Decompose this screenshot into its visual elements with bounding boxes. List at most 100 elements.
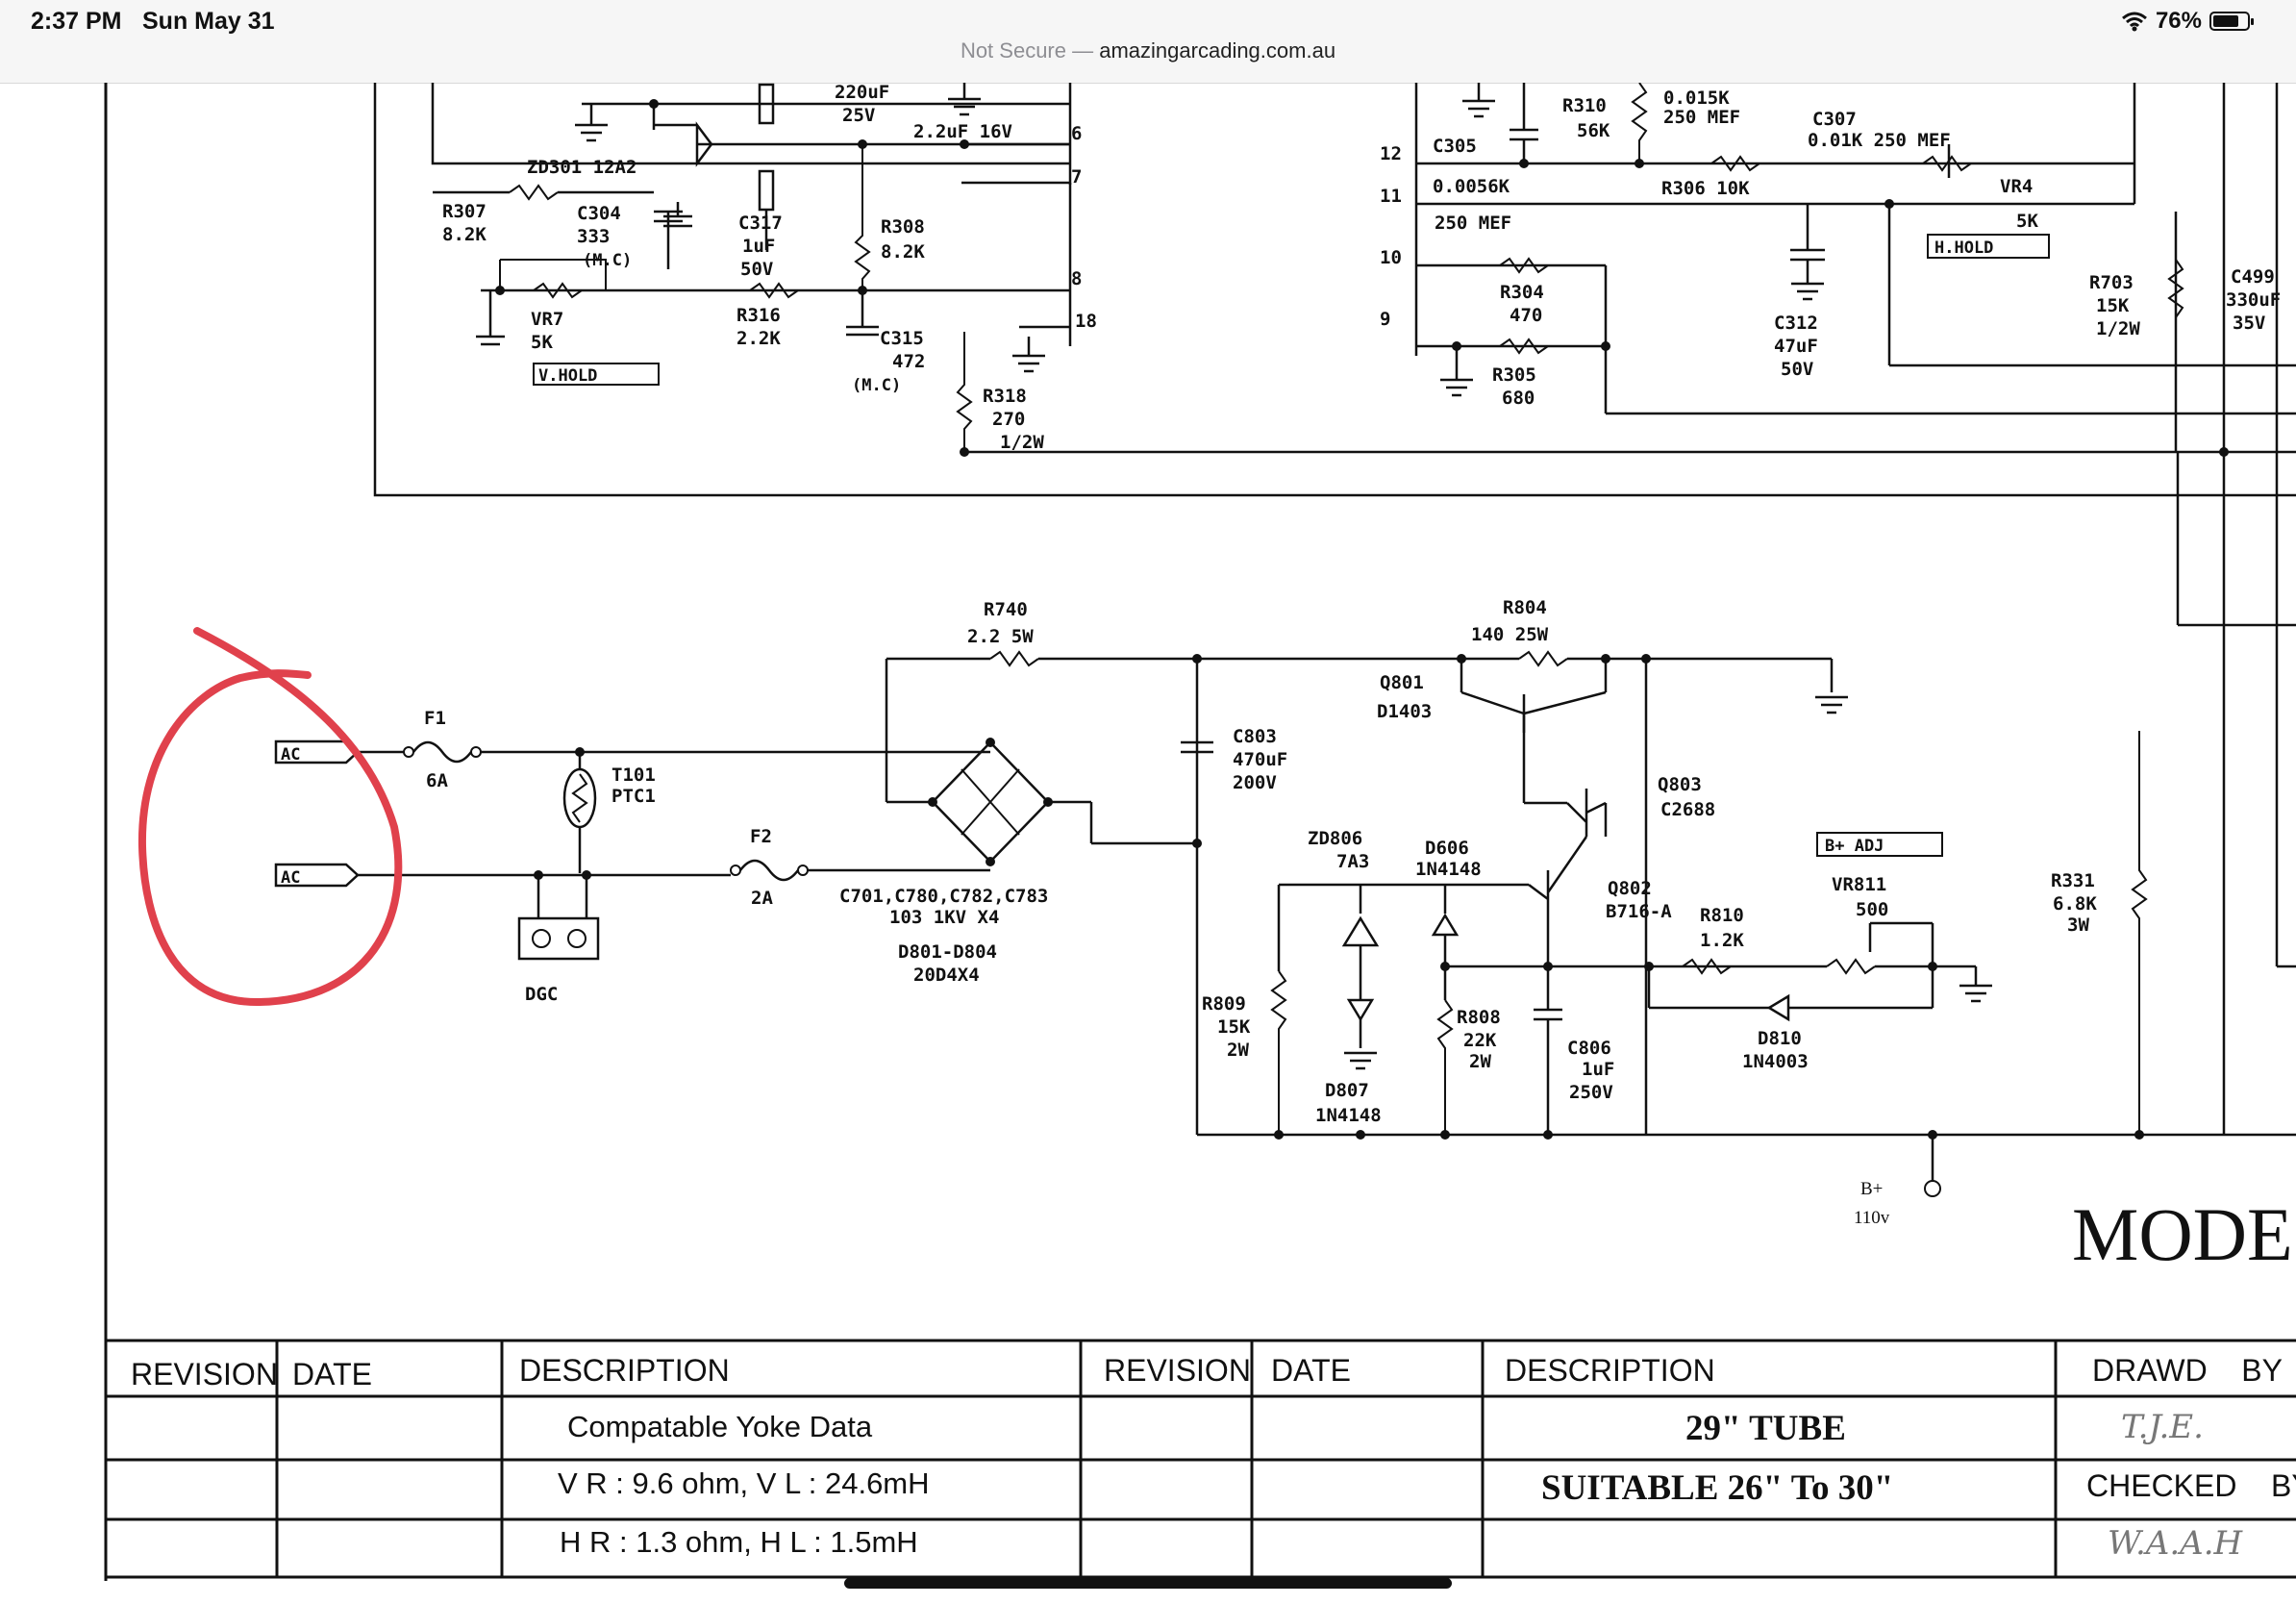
label-q802: Q802 <box>1608 878 1652 899</box>
label-r740-v: 2.2 5W <box>967 626 1034 647</box>
label-c304: C304 <box>577 203 621 224</box>
revision-table: REVISION DATE DESCRIPTION REVISION DATE … <box>104 1339 2296 1579</box>
ground-icon <box>1791 282 1824 301</box>
diode-icon <box>1766 993 1790 1022</box>
ac-connector-1 <box>274 739 360 764</box>
ground-icon <box>948 83 981 116</box>
label-c305-v: 0.0056K <box>1433 176 1510 197</box>
label-t101-v: PTC1 <box>611 786 656 807</box>
tube-row-2: SUITABLE 26" To 30" <box>1541 1468 1893 1508</box>
label-diodes: D801-D804 <box>898 941 997 963</box>
schematic-diagram: 220uF 25V 2.2uF 16V ZD301 12A2 R307 8.2K… <box>104 83 2296 1581</box>
resistor-icon <box>989 650 1039 667</box>
resistor-icon <box>509 184 559 201</box>
label-t101: T101 <box>611 764 656 786</box>
transistor-q802-icon <box>1528 836 1588 914</box>
address-bar[interactable]: Not Secure — amazingarcading.com.au <box>0 38 2296 63</box>
label-r809-v: 15K <box>1217 1016 1251 1038</box>
ground-icon <box>1012 337 1045 373</box>
pin-18: 18 <box>1075 311 1097 332</box>
label-ac2: AC <box>281 868 300 888</box>
label-v-hold: V.HOLD <box>538 366 597 386</box>
label-r808: R808 <box>1457 1007 1501 1028</box>
label-r810-v: 1.2K <box>1700 930 1744 951</box>
label-c015k: 0.015K <box>1663 88 1730 109</box>
label-zd806: ZD806 <box>1308 828 1362 849</box>
label-r305-v: 680 <box>1502 388 1535 409</box>
resistor-icon <box>1499 257 1549 274</box>
label-r703: R703 <box>2089 272 2134 293</box>
label-r809: R809 <box>1202 993 1246 1015</box>
potentiometer-icon <box>533 282 583 299</box>
b-plus-terminal <box>1924 1180 1941 1197</box>
date: Sun May 31 <box>142 8 275 35</box>
red-highlight-circle <box>137 627 403 1007</box>
label-r310: R310 <box>1562 95 1607 116</box>
label-c015k-t: 250 MEF <box>1663 107 1740 128</box>
resistor-icon <box>1270 970 1287 1135</box>
label-r310-v: 56K <box>1577 120 1610 141</box>
label-r804-v: 140 25W <box>1471 624 1549 645</box>
vertical-section: 220uF 25V 2.2uF 16V ZD301 12A2 R307 8.2K… <box>373 83 2296 497</box>
label-c806-v: 1uF <box>1582 1059 1614 1080</box>
resistor-icon <box>1710 155 1760 172</box>
col-header-drawn-by: DRAWD BY <box>2092 1353 2283 1388</box>
label-c220uf: 220uF <box>835 83 889 103</box>
pin-12: 12 <box>1380 143 1402 164</box>
clock: 2:37 PM <box>31 8 122 35</box>
diode-icon <box>1431 913 1460 937</box>
transistor-q801-icon <box>1460 690 1607 733</box>
power-section: AC AC F1 6A F2 2A T101 PTC1 DGC R740 2.2… <box>274 597 2296 1228</box>
label-c317: C317 <box>738 213 783 234</box>
label-c499-vv: 35V <box>2233 313 2265 334</box>
label-c499: C499 <box>2231 266 2275 288</box>
label-c304-v: 333 <box>577 226 610 247</box>
col-header-revision-2: REVISION <box>1104 1353 1251 1388</box>
label-c220uf-v: 25V <box>842 105 875 126</box>
label-c312-v: 47uF <box>1774 336 1818 357</box>
url-separator: — <box>1072 38 1094 63</box>
label-bridge-v: 103 1KV X4 <box>889 907 999 928</box>
resistor-icon <box>1631 83 1648 163</box>
label-zd301: ZD301 12A2 <box>527 157 636 178</box>
label-vr7-v: 5K <box>531 332 553 353</box>
label-d807: D807 <box>1325 1080 1369 1101</box>
resistor-icon <box>1499 338 1549 355</box>
ground-icon <box>1440 378 1473 397</box>
label-d810: D810 <box>1758 1028 1802 1049</box>
label-r307-v: 8.2K <box>442 224 487 245</box>
label-r804: R804 <box>1503 597 1547 618</box>
label-bridge: C701,C780,C782,C783 <box>839 886 1048 907</box>
drawn-by-signature: T.J.E. <box>2121 1408 2204 1446</box>
resistor-icon <box>1518 650 1568 667</box>
label-r331-w: 3W <box>2067 915 2089 936</box>
ground-icon <box>575 104 608 142</box>
label-c305: C305 <box>1433 136 1477 157</box>
label-r331: R331 <box>2051 870 2095 891</box>
label-c806: C806 <box>1567 1038 1611 1059</box>
battery-percent: 76% <box>2155 8 2202 34</box>
label-q801: Q801 <box>1380 672 1424 693</box>
ground-icon <box>1344 1051 1377 1070</box>
tube-row-1: 29" TUBE <box>1685 1409 1846 1448</box>
security-label: Not Secure <box>960 38 1066 63</box>
label-r808-w: 2W <box>1469 1051 1491 1072</box>
pin-6: 6 <box>1071 123 1082 144</box>
label-r308-v: 8.2K <box>881 241 925 263</box>
label-f2-v: 2A <box>751 888 773 909</box>
label-r318: R318 <box>983 386 1027 407</box>
degauss-connector <box>517 916 600 961</box>
label-r740: R740 <box>984 599 1028 620</box>
label-c315-v: 472 <box>892 351 925 372</box>
label-c803-vv: 200V <box>1233 772 1277 793</box>
label-c317-v: 1uF <box>742 236 775 257</box>
label-r307: R307 <box>442 201 487 222</box>
ac-connector-2 <box>274 863 360 888</box>
label-r306: R306 10K <box>1661 178 1750 199</box>
label-d606: D606 <box>1425 838 1469 859</box>
capacitor-icon <box>758 169 775 212</box>
label-r703-v: 15K <box>2096 295 2130 316</box>
label-c305-t: 250 MEF <box>1435 213 1511 234</box>
home-indicator[interactable] <box>844 1578 1452 1589</box>
label-q801-v: D1403 <box>1377 701 1432 722</box>
